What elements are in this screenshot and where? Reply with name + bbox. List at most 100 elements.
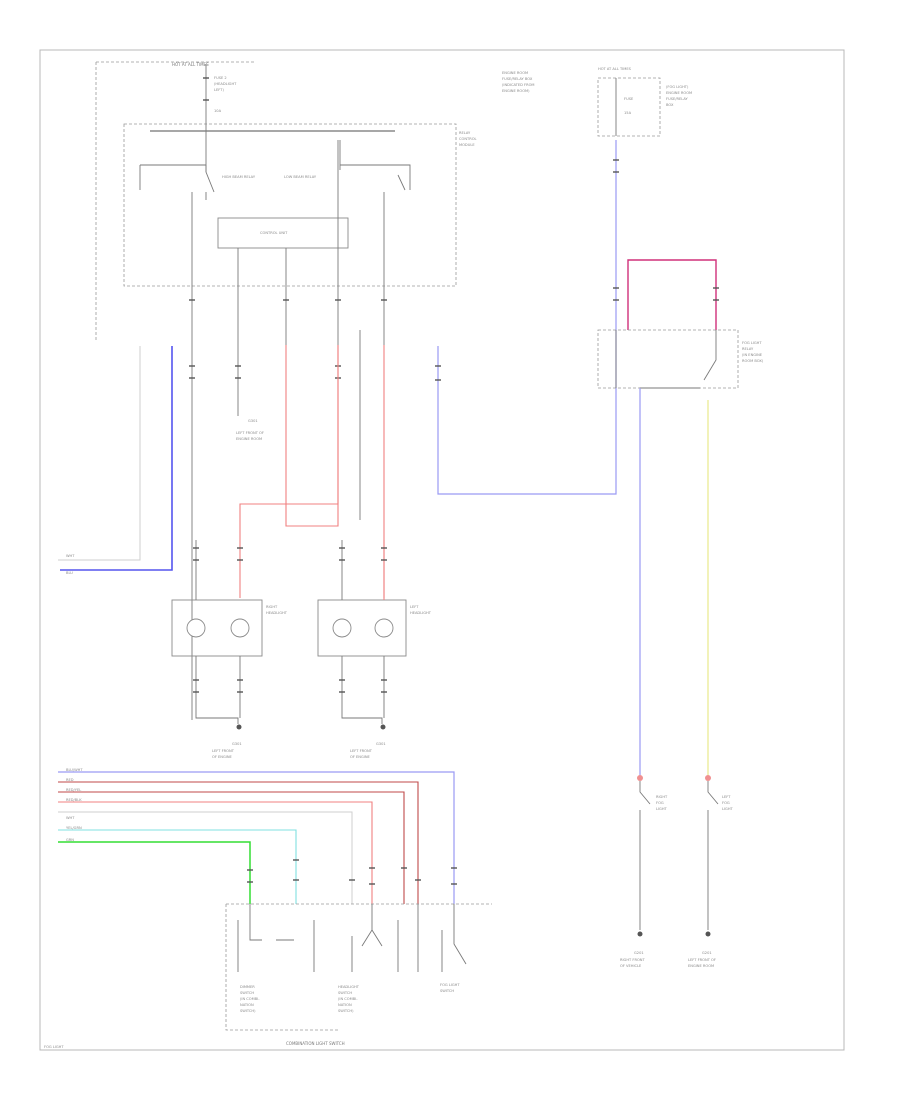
- label-fuse-right-label-2: ENGINE ROOM: [666, 91, 692, 95]
- label-dimmer-5: SWITCH): [240, 1009, 256, 1013]
- label-fog-sw-1: FOG LIGHT: [440, 983, 460, 987]
- label-hot-at-all-times: HOT AT ALL TIMES: [172, 62, 209, 67]
- wire-left-blue: [60, 346, 173, 571]
- label-dimmer-2: SWITCH: [240, 991, 254, 995]
- combination-switch-boundary: [225, 903, 492, 1031]
- label-gnd-fog-l-2: LEFT FRONT OF: [688, 958, 716, 962]
- label-right-headlight-1: RIGHT: [266, 605, 278, 609]
- label-dimmer-1: DIMMER: [240, 985, 255, 989]
- label-gnd-fog-r-1: G201: [634, 951, 644, 955]
- harness-red: [58, 781, 419, 904]
- label-fuse-top-1: FUSE 2: [214, 76, 227, 80]
- label-right-headlight-2: HEADLIGHT: [266, 611, 288, 615]
- label-ground-lh-1: G301: [376, 742, 386, 746]
- label-fog-relay-3: (IN ENGINE: [742, 353, 763, 357]
- connector-row-bottom: [247, 859, 457, 885]
- label-fog-relay-1: FOG LIGHT: [742, 341, 762, 345]
- label-fuse-top-2: (HEADLIGHT: [214, 82, 237, 86]
- label-headlight-sw-5: SWITCH): [338, 1009, 354, 1013]
- label-top-center-2: FUSE/RELAY BOX: [502, 77, 533, 81]
- svg-text:BLU/WHT: BLU/WHT: [66, 768, 83, 772]
- label-lo-relay: LOW BEAM RELAY: [284, 175, 317, 179]
- right-headlight-lamp-1: [186, 618, 206, 638]
- label-hot-top-right: HOT AT ALL TIMES: [598, 67, 632, 71]
- label-left-top-wire-1: WHT: [66, 554, 75, 558]
- right-fog-light: [637, 775, 651, 930]
- fog-relay-box: [597, 329, 739, 389]
- fuse-block-boundary: [95, 61, 256, 340]
- label-relay-box-1: RELAY: [459, 131, 471, 135]
- label-gnd-fog-r-3: OF VEHICLE: [620, 964, 642, 968]
- right-fuse-box: [597, 77, 661, 137]
- label-ground-lh-2: LEFT FRONT: [350, 749, 373, 753]
- label-headlight-sw-2: SWITCH: [338, 991, 352, 995]
- label-right-fog-1: RIGHT: [656, 795, 668, 799]
- harness-grn: [58, 841, 251, 904]
- label-ground-rh-3: OF ENGINE: [212, 755, 233, 759]
- harness-red-yel: [58, 791, 405, 904]
- label-headlight-sw-3: (IN COMBI-: [338, 997, 358, 1001]
- wire-blue-to-fog-relay: [437, 330, 617, 495]
- label-ground-rh-2: LEFT FRONT: [212, 749, 235, 753]
- fog-relay-switch: [615, 330, 717, 430]
- label-gnd-fog-l-3: ENGINE ROOM: [688, 964, 714, 968]
- label-right-fog-3: LIGHT: [656, 807, 668, 811]
- label-left-headlight-2: HEADLIGHT: [410, 611, 432, 615]
- label-control-unit: CONTROL UNIT: [260, 231, 288, 235]
- rh-ground-dot: [236, 724, 242, 730]
- connector-row-2: [193, 547, 387, 693]
- label-left-fog-3: LIGHT: [722, 807, 734, 811]
- svg-text:YEL/GRN: YEL/GRN: [66, 826, 82, 830]
- svg-text:RED/YEL: RED/YEL: [66, 788, 81, 792]
- rh-ground-wire: [195, 656, 241, 724]
- left-fog-ground-dot: [705, 931, 711, 937]
- label-relay-box-2: CONTROL: [459, 137, 477, 141]
- lh-ground-dot: [380, 724, 386, 730]
- harness-red-blk: [58, 801, 373, 904]
- label-fuse-top-4: 10A: [214, 109, 222, 113]
- harness-blu-wht: [58, 771, 455, 904]
- label-fog-sw-2: SWITCH: [440, 989, 454, 993]
- label-left-fog-2: FOG: [722, 801, 730, 805]
- headlight-switch: [351, 904, 399, 972]
- label-fuse-right-1: FUSE: [624, 97, 634, 101]
- left-headlight-box: [317, 599, 407, 657]
- control-unit-box: [217, 217, 349, 249]
- right-headlight-box: [171, 599, 263, 657]
- label-fuse-right-label-1: (FOG LIGHT): [666, 85, 689, 89]
- label-ground-rh-1: G301: [232, 742, 242, 746]
- label-right-fog-2: FOG: [656, 801, 664, 805]
- right-headlight-lamp-2: [230, 618, 250, 638]
- label-left-fog-1: LEFT: [722, 795, 731, 799]
- label-gnd-fog-r-2: RIGHT FRONT: [620, 958, 645, 962]
- legend-labels: BLU/WHT RED RED/YEL RED/BLK WHT YEL/GRN …: [66, 768, 83, 842]
- left-headlight-lamp-1: [332, 618, 352, 638]
- label-fog-relay-2: RELAY: [742, 347, 754, 351]
- label-fog-relay-4: ROOM BOX): [742, 359, 764, 363]
- label-relay-box-3: MODULE: [459, 143, 475, 147]
- label-top-center-1: ENGINE ROOM: [502, 71, 528, 75]
- svg-text:RED/BLK: RED/BLK: [66, 798, 82, 802]
- right-fog-ground-dot: [637, 931, 643, 937]
- label-ground-mid-2: LEFT FRONT OF: [236, 431, 264, 435]
- label-ground-lh-3: OF ENGINE: [350, 755, 371, 759]
- harness-wht: [58, 811, 353, 904]
- wire-red-1: [285, 345, 339, 527]
- label-top-center-4: ENGINE ROOM): [502, 89, 530, 93]
- label-dimmer-4: NATION: [240, 1003, 254, 1007]
- wire-left-grey: [58, 346, 141, 561]
- label-fuse-top-3: LEFT): [214, 88, 224, 92]
- connector-row-1: [189, 299, 387, 379]
- connector-row-right: [435, 159, 719, 381]
- label-headlight-sw-4: NATION: [338, 1003, 352, 1007]
- label-fuse-right-label-3: FUSE/RELAY: [666, 97, 688, 101]
- label-ground-mid-1: G301: [248, 419, 258, 423]
- dimmer-switch: [237, 904, 315, 972]
- label-fuse-right-label-4: BOX: [666, 103, 674, 107]
- fog-light-switch: [417, 904, 467, 972]
- left-fog-light: [705, 775, 719, 930]
- svg-text:GRN: GRN: [66, 838, 74, 842]
- harness-yel-grn: [58, 829, 297, 904]
- label-fuse-right-2: 15A: [624, 111, 632, 115]
